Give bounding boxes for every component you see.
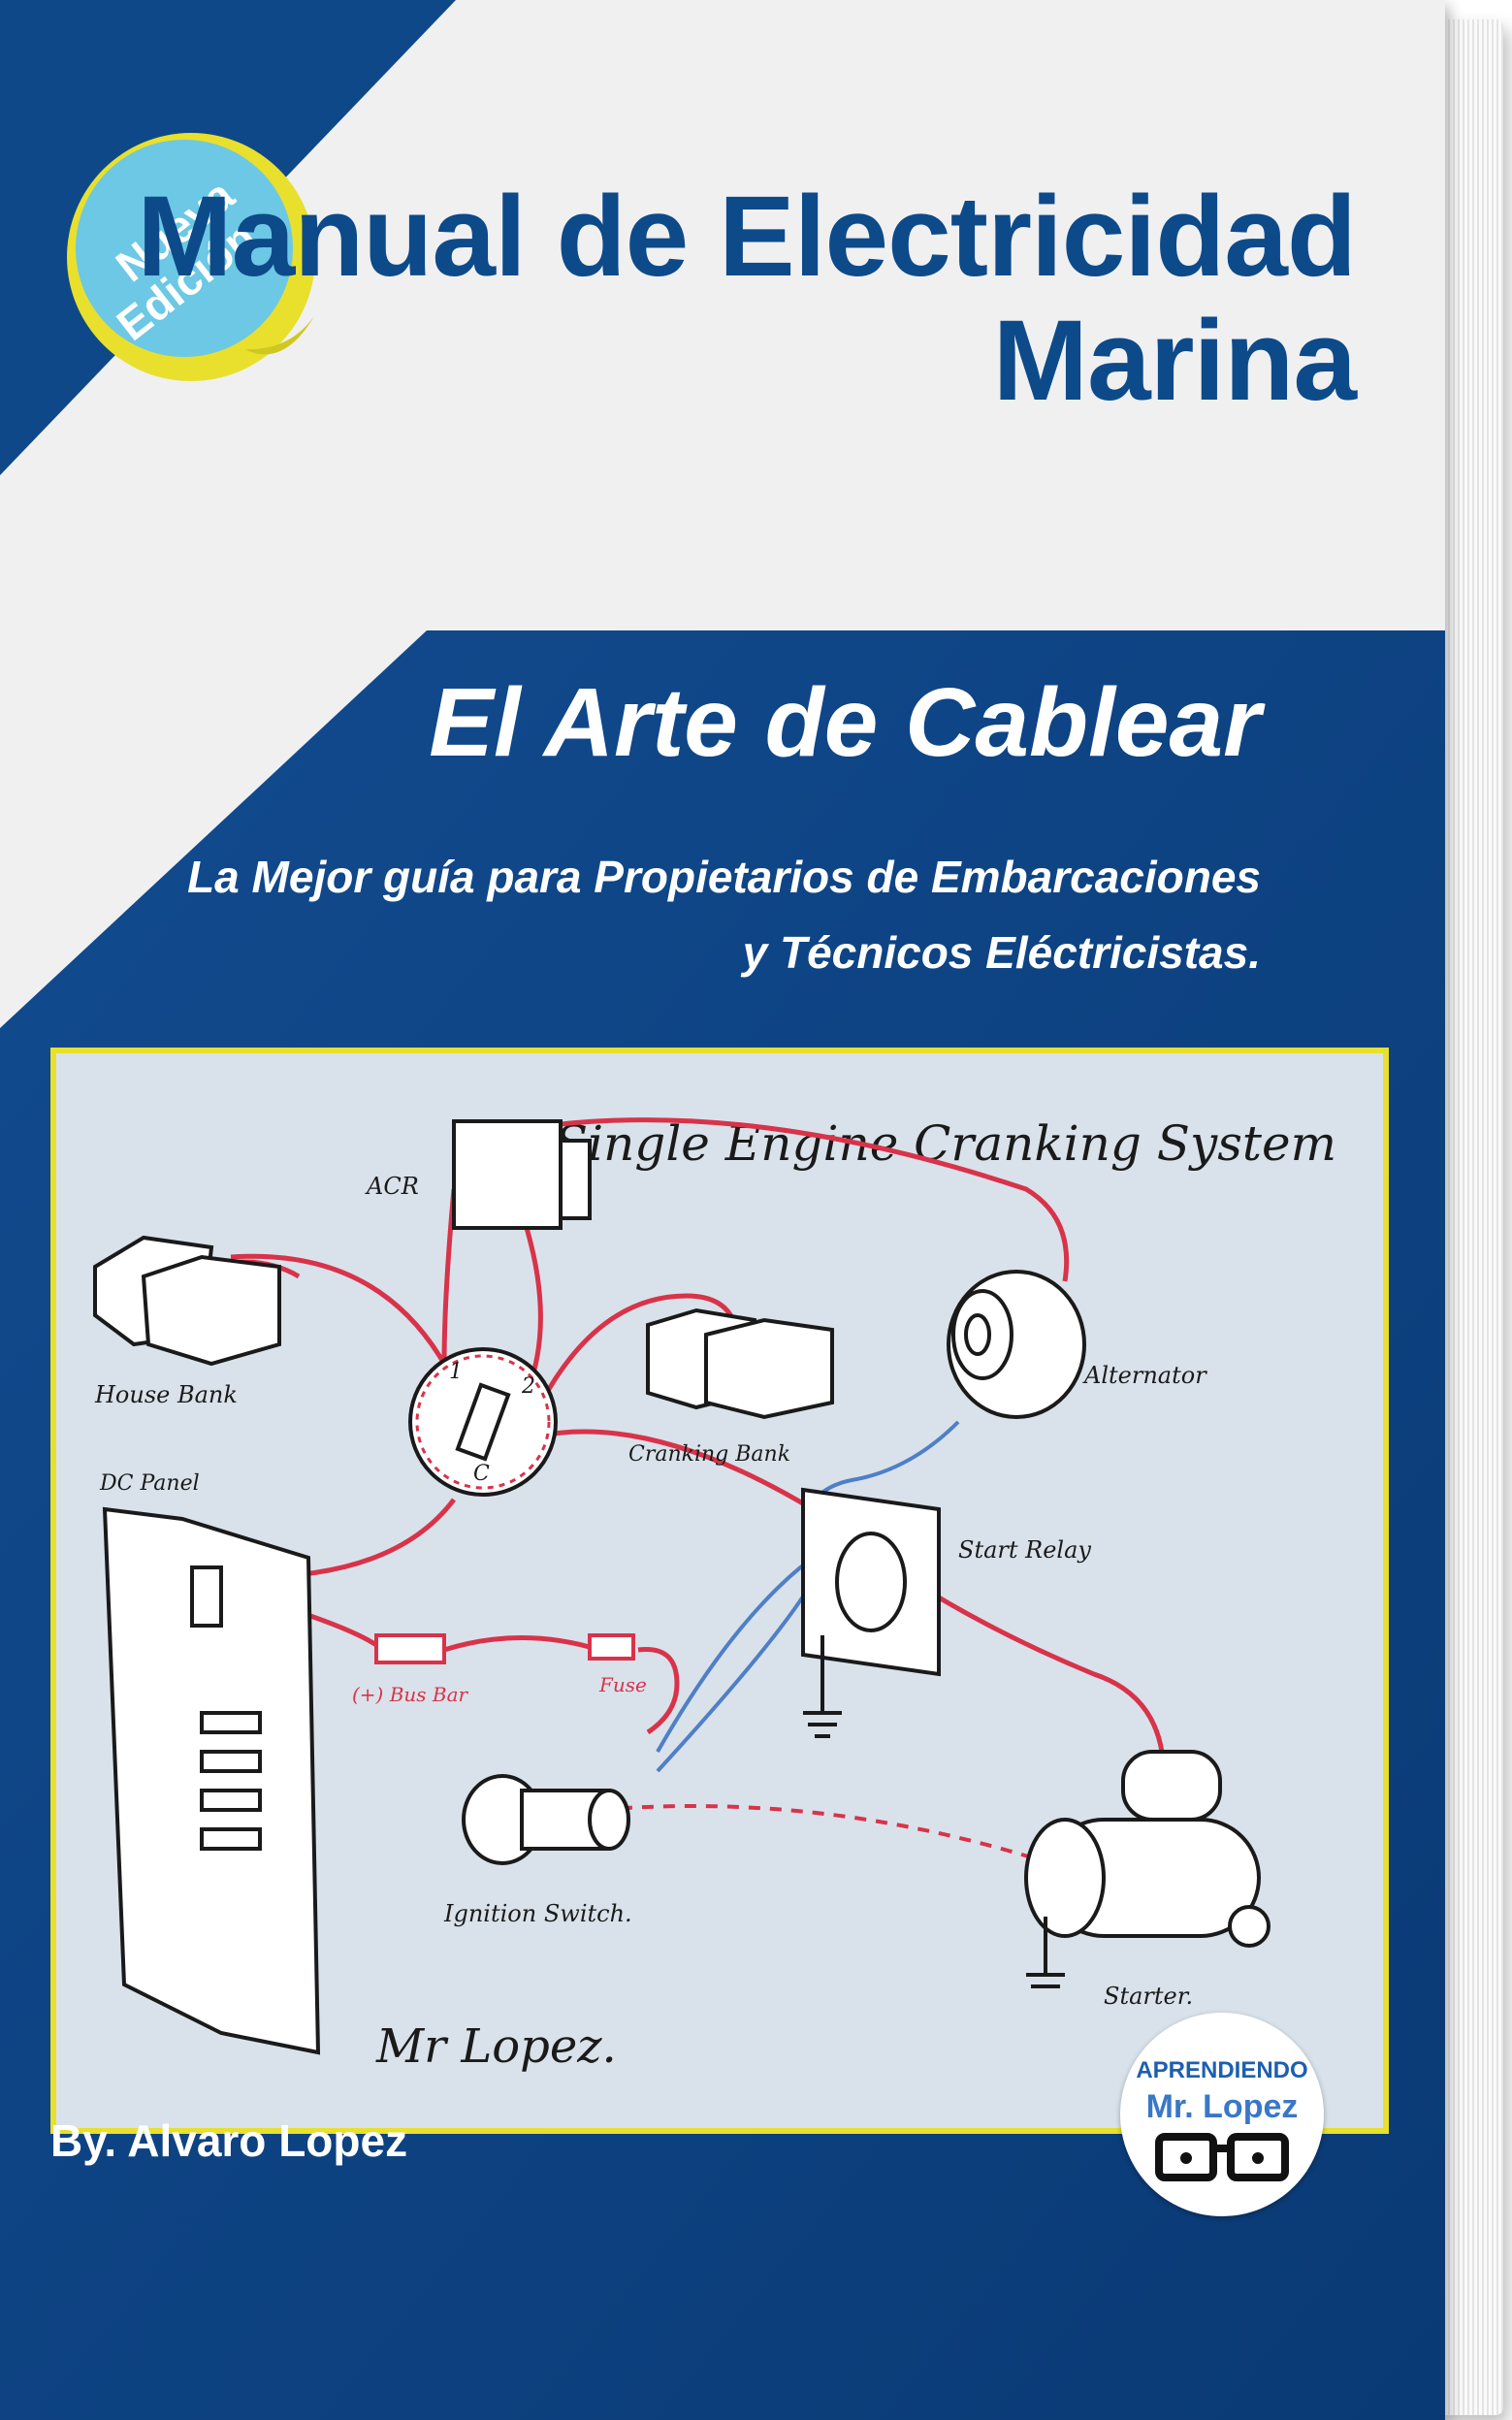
label-alternator: Alternator bbox=[1082, 1362, 1207, 1389]
wiring-diagram-panel: Single Engine Cranking System bbox=[50, 1048, 1389, 2134]
logo-line1: APRENDIENDO bbox=[1136, 2057, 1308, 2083]
alternator bbox=[947, 1270, 1086, 1419]
book-tagline: La Mejor guía para Propietarios de Embar… bbox=[187, 839, 1261, 990]
label-house-bank: House Bank bbox=[94, 1381, 238, 1408]
book-title: Manual de Electricidad Marina bbox=[137, 173, 1357, 425]
fuse bbox=[588, 1633, 635, 1661]
cranking-bank-batteries bbox=[646, 1307, 834, 1420]
book-cover: Nueva Edición Manual de Electricidad Mar… bbox=[0, 0, 1445, 2420]
dc-panel bbox=[102, 1506, 321, 2055]
dashed-wire bbox=[598, 1804, 1066, 1870]
diagram-signature: Mr Lopez. bbox=[375, 2019, 617, 2074]
ignition-switch bbox=[462, 1774, 630, 1865]
book-title-line2: Marina bbox=[992, 297, 1357, 425]
tagline-line2: y Técnicos Eléctricistas. bbox=[742, 927, 1261, 978]
label-ignition-switch: Ignition Switch. bbox=[443, 1900, 632, 1927]
bus-bar bbox=[374, 1633, 446, 1664]
badge-shape: Nueva Edición bbox=[67, 133, 315, 381]
tagline-line1: La Mejor guía para Propietarios de Embar… bbox=[187, 852, 1261, 902]
glasses-icon bbox=[1155, 2133, 1289, 2181]
red-wires bbox=[172, 1117, 1165, 1753]
label-fuse: Fuse bbox=[598, 1673, 647, 1696]
starter-motor bbox=[1024, 1750, 1271, 1948]
house-bank-batteries bbox=[93, 1235, 281, 1367]
book-pages-edge bbox=[1435, 19, 1503, 2415]
start-relay bbox=[801, 1487, 941, 1677]
aprendiendo-logo: APRENDIENDO Mr. Lopez bbox=[1120, 2013, 1324, 2216]
wiring-diagram: Single Engine Cranking System bbox=[93, 1115, 1336, 2074]
switch-label-1: 1 bbox=[449, 1360, 463, 1384]
book-title-line1: Manual de Electricidad bbox=[137, 173, 1357, 301]
label-starter: Starter. bbox=[1104, 1983, 1193, 2010]
label-dc-panel: DC Panel bbox=[99, 1471, 200, 1496]
logo-line2: Mr. Lopez bbox=[1145, 2088, 1299, 2125]
label-cranking-bank: Cranking Bank bbox=[628, 1442, 790, 1467]
label-start-relay: Start Relay bbox=[958, 1536, 1091, 1564]
label-bus-bar: (+) Bus Bar bbox=[352, 1683, 469, 1706]
book-author: By. Alvaro Lopez bbox=[50, 2115, 408, 2166]
battery-switch: 1 2 C bbox=[408, 1347, 558, 1497]
starter-ground bbox=[1026, 1917, 1065, 1988]
switch-label-2: 2 bbox=[521, 1374, 535, 1399]
acr-unit bbox=[452, 1119, 592, 1230]
new-edition-badge: Nueva Edición bbox=[60, 126, 322, 388]
relay-ground bbox=[803, 1635, 842, 1738]
switch-label-c: C bbox=[473, 1462, 490, 1486]
book-subtitle: El Arte de Cablear bbox=[429, 668, 1261, 777]
label-acr: ACR bbox=[365, 1173, 419, 1200]
